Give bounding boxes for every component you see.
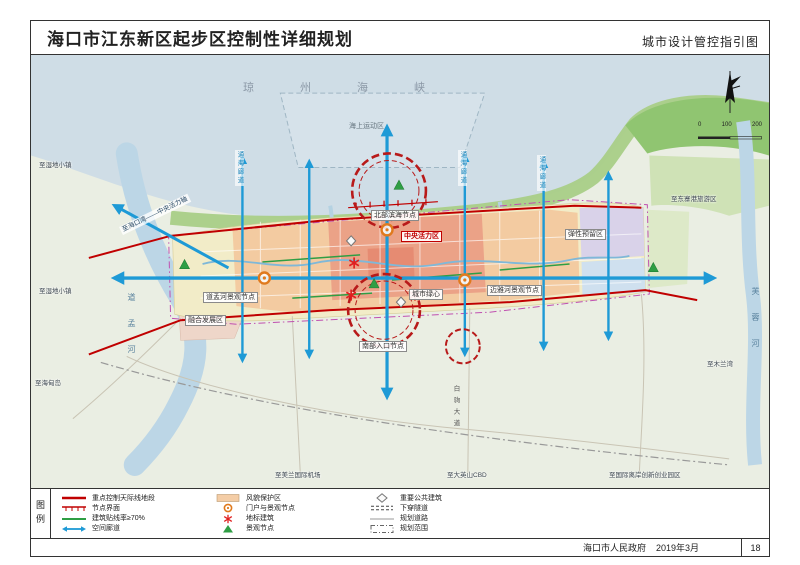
legend: 图例 重点控制天际线地段 节点界面 建筑贴线率≥70% xyxy=(31,488,769,538)
scale-tick-200: 200 xyxy=(751,122,762,128)
dir-wetland-town-1: 至湿地小镇 xyxy=(39,162,72,169)
legend-item: 空间廊道 xyxy=(61,524,189,534)
page-subtitle: 城市设计管控指引图 xyxy=(641,35,759,49)
legend-label: 地标建筑 xyxy=(246,515,274,523)
plan-boundary xyxy=(168,199,650,325)
legend-item: 门户与景观节点 xyxy=(215,503,343,513)
sea-corridor-label-1: 通海廊道 xyxy=(235,150,244,186)
node-interface-icon xyxy=(62,506,86,512)
dir-mulan-bay: 至木兰湾 xyxy=(707,361,733,368)
railway-line xyxy=(100,361,730,466)
header: 海口市江东新区起步区控制性详细规划 城市设计管控指引图 xyxy=(31,21,769,55)
page-title: 海口市江东新区起步区控制性详细规划 xyxy=(47,30,353,49)
legend-label: 景观节点 xyxy=(246,525,274,533)
south-node-label: 南部入口节点 xyxy=(359,341,407,352)
legend-col-3: 重要公共建筑 下穿隧道 规划道路 规划范围 xyxy=(369,493,497,534)
legend-label: 门户与景观节点 xyxy=(246,504,295,512)
marine-sports-label: 海上运动区 xyxy=(349,123,384,130)
river-west-node-label: 道孟河景观节点 xyxy=(203,292,258,303)
river-west-name: 道孟河 xyxy=(127,293,136,371)
dir-airport: 至美兰国际机场 xyxy=(275,472,321,479)
scale-tick-100: 100 xyxy=(721,122,732,128)
dir-offshore-park: 至国际离岸创新创业园区 xyxy=(609,472,681,479)
east-green-area xyxy=(649,155,769,216)
scale-tick-0: 0 xyxy=(698,122,702,128)
sheet-frame: 海口市江东新区起步区控制性详细规划 城市设计管控指引图 xyxy=(30,20,770,557)
legend-item: 节点界面 xyxy=(61,503,189,513)
skyline-line-icon xyxy=(62,496,86,500)
corridor-arrow-icon xyxy=(62,526,86,532)
compass-block: 0 100 200 xyxy=(691,69,769,146)
scenic-node-icon xyxy=(223,524,233,533)
page-number: 18 xyxy=(741,539,769,556)
legend-label: 重点控制天际线地段 xyxy=(92,494,155,502)
north-arrow-icon xyxy=(725,71,741,113)
legend-label: 风貌保护区 xyxy=(246,494,281,502)
legend-item: 下穿隧道 xyxy=(369,503,497,513)
north-node-label: 北部滨海节点 xyxy=(371,210,419,221)
map-drawing xyxy=(31,55,769,488)
sea-name-label: 琼州海峡 xyxy=(243,82,471,94)
river-east xyxy=(736,120,762,466)
legend-label: 建筑贴线率≥70% xyxy=(92,515,145,523)
publish-date: 2019年3月 xyxy=(655,543,699,553)
publisher: 海口市人民政府 xyxy=(582,543,646,553)
integration-zone-label: 融合发展区 xyxy=(185,315,226,326)
river-east-node-label: 迈雅河景观节点 xyxy=(487,285,542,296)
legend-col-1: 重点控制天际线地段 节点界面 建筑贴线率≥70% 空间廊道 xyxy=(61,493,189,534)
legend-item: 重点控制天际线地段 xyxy=(61,493,189,503)
footer: 海口市人民政府 2019年3月 18 xyxy=(31,538,769,556)
map-area: 琼州海峡 海上运动区 通海廊道 通海廊道 通海廊道 至海口湾——中央活力轴 北部… xyxy=(31,55,769,488)
legend-col-2: 风貌保护区 门户与景观节点 地标建筑 景观节点 xyxy=(215,493,343,534)
legend-label: 规划范围 xyxy=(400,525,428,533)
bay-corridor-arrow xyxy=(111,203,230,270)
build-to-line-icon xyxy=(62,517,86,520)
legend-label: 重要公共建筑 xyxy=(400,494,442,502)
gateway-node-icon xyxy=(223,503,233,513)
legend-label: 下穿隧道 xyxy=(400,504,428,512)
legend-item: 规划道路 xyxy=(369,514,497,524)
dir-cbd: 至大英山CBD xyxy=(447,472,487,479)
public-building-icon xyxy=(376,493,388,503)
sea-corridor-label-3: 通海廊道 xyxy=(537,155,546,191)
legend-item: 风貌保护区 xyxy=(215,493,343,503)
flexible-reserve-label: 弹性预留区 xyxy=(565,229,606,240)
legend-item: 建筑贴线率≥70% xyxy=(61,514,189,524)
scale-bar xyxy=(698,136,762,140)
river-east-name: 芙蓉河 xyxy=(751,287,760,365)
legend-title: 图例 xyxy=(31,489,51,538)
tunnel-icon xyxy=(371,506,393,511)
style-area-icon xyxy=(216,494,240,502)
sea-corridor-arrows xyxy=(237,152,614,364)
legend-item: 重要公共建筑 xyxy=(369,493,497,503)
dir-dongzhai-port: 至东寨港旅游区 xyxy=(671,196,717,203)
legend-item: 地标建筑 xyxy=(215,514,343,524)
green-heart-label: 城市绿心 xyxy=(409,289,443,300)
legend-columns: 重点控制天际线地段 节点界面 建筑贴线率≥70% 空间廊道 xyxy=(51,489,507,538)
landmark-icon xyxy=(223,514,233,523)
central-vitality-label: 中央活力区 xyxy=(401,231,442,242)
baiju-road-name: 白驹大道 xyxy=(452,385,459,431)
node-circles xyxy=(346,152,481,365)
inner-waterway xyxy=(202,255,630,268)
legend-label: 规划道路 xyxy=(400,515,428,523)
legend-item: 景观节点 xyxy=(215,524,343,534)
mangrove-area xyxy=(625,97,769,156)
zone-east-park xyxy=(647,209,690,289)
planned-road-icon xyxy=(370,518,394,520)
dir-haidian-island: 至海甸岛 xyxy=(35,380,61,387)
legend-label: 空间廊道 xyxy=(92,525,120,533)
dir-wetland-town-2: 至湿地小镇 xyxy=(39,288,72,295)
legend-label: 节点界面 xyxy=(92,504,120,512)
sea-corridor-label-2: 通海廊道 xyxy=(458,150,467,186)
scale-bar-numbers: 0 100 200 xyxy=(698,122,762,128)
plan-boundary-icon xyxy=(370,524,394,533)
legend-item: 规划范围 xyxy=(369,524,497,534)
